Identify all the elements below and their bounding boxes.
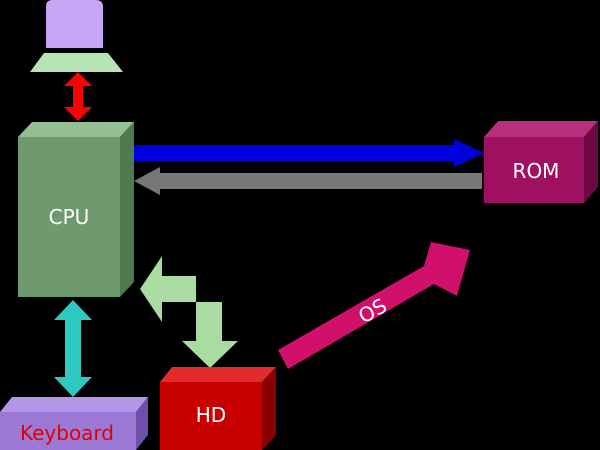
arrow-monitor-cpu xyxy=(64,72,92,121)
keyboard-box-front xyxy=(0,412,136,450)
arrow-cpu-to-rom xyxy=(134,139,484,167)
arrow-cpu-hd xyxy=(140,256,238,368)
keyboard-label: Keyboard xyxy=(20,421,114,445)
arrow-rom-to-cpu xyxy=(134,167,482,195)
cpu-box: CPU xyxy=(18,122,134,297)
cpu-label: CPU xyxy=(49,205,90,229)
hd-label: HD xyxy=(196,403,226,427)
arrow-os xyxy=(278,242,470,369)
rom-box-front xyxy=(484,137,584,203)
hd-box-side xyxy=(262,367,276,450)
keyboard-box: Keyboard xyxy=(0,397,148,450)
rom-box: ROM xyxy=(484,121,598,203)
hd-box-front xyxy=(160,382,262,450)
rom-box-top xyxy=(484,121,598,137)
monitor-base xyxy=(30,53,123,72)
monitor-icon xyxy=(30,0,123,72)
keyboard-box-top xyxy=(0,397,148,412)
keyboard-box-side xyxy=(136,397,148,450)
rom-box-side xyxy=(584,121,598,203)
hd-box-top xyxy=(160,367,276,382)
arrow-cpu-keyboard xyxy=(54,300,92,397)
monitor-screen xyxy=(46,0,103,48)
cpu-box-top xyxy=(18,122,134,137)
cpu-box-side xyxy=(120,122,134,297)
hd-box: HD xyxy=(160,367,276,450)
cpu-box-front xyxy=(18,137,120,297)
rom-label: ROM xyxy=(513,159,560,183)
